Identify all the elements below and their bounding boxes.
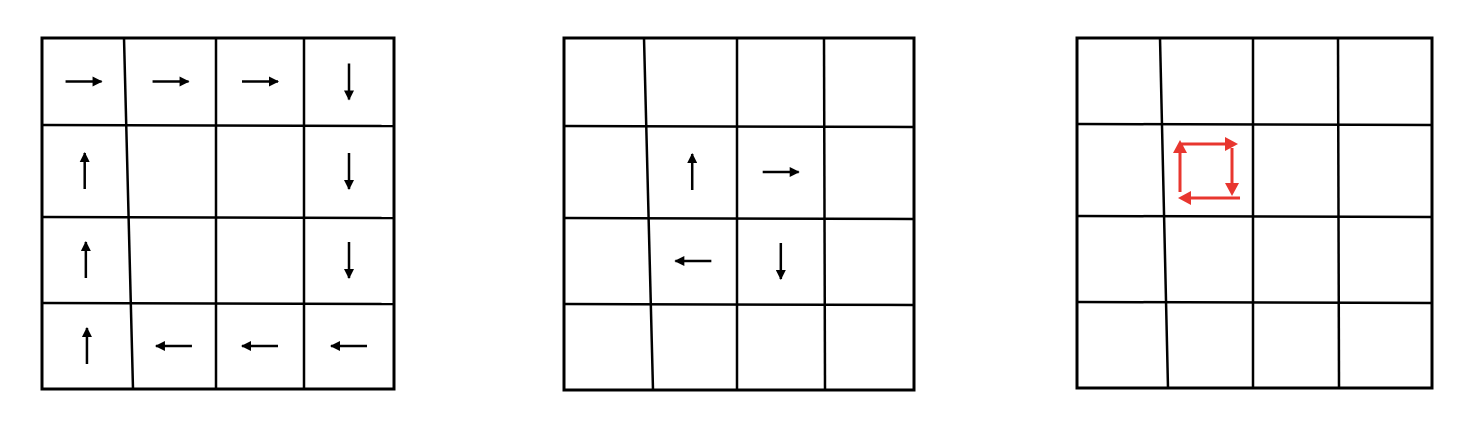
- grid-border: [562, 36, 916, 392]
- grid-line-horizontal: [563, 302, 915, 307]
- cycle-arrow-left-icon: [1178, 191, 1241, 205]
- grid-line-horizontal: [41, 215, 395, 220]
- cycle-arrow-right-icon: [1180, 137, 1239, 151]
- grid-line-horizontal: [41, 123, 395, 128]
- grid-line-horizontal: [41, 301, 395, 306]
- grid-1: [40, 36, 396, 391]
- grid-line-horizontal: [1076, 122, 1433, 127]
- grid-border: [40, 36, 396, 391]
- grid-2: [562, 36, 916, 392]
- cycle-arrow-up-icon: [1173, 140, 1188, 192]
- grid-line-horizontal: [563, 124, 915, 129]
- grid-line-horizontal: [1076, 214, 1433, 219]
- grid-border: [1075, 36, 1434, 390]
- grid-line-vertical: [1336, 37, 1341, 389]
- grid-line-horizontal: [1076, 300, 1433, 305]
- grid-line-vertical: [122, 37, 135, 390]
- cycle-loop-icon: [1173, 137, 1241, 205]
- grid-line-vertical: [822, 37, 827, 391]
- grid-3: [1075, 36, 1434, 390]
- grid-line-vertical: [1158, 37, 1170, 389]
- grid-line-horizontal: [563, 216, 915, 221]
- cycle-arrow-down-icon: [1225, 148, 1240, 196]
- grid-line-vertical: [642, 37, 655, 391]
